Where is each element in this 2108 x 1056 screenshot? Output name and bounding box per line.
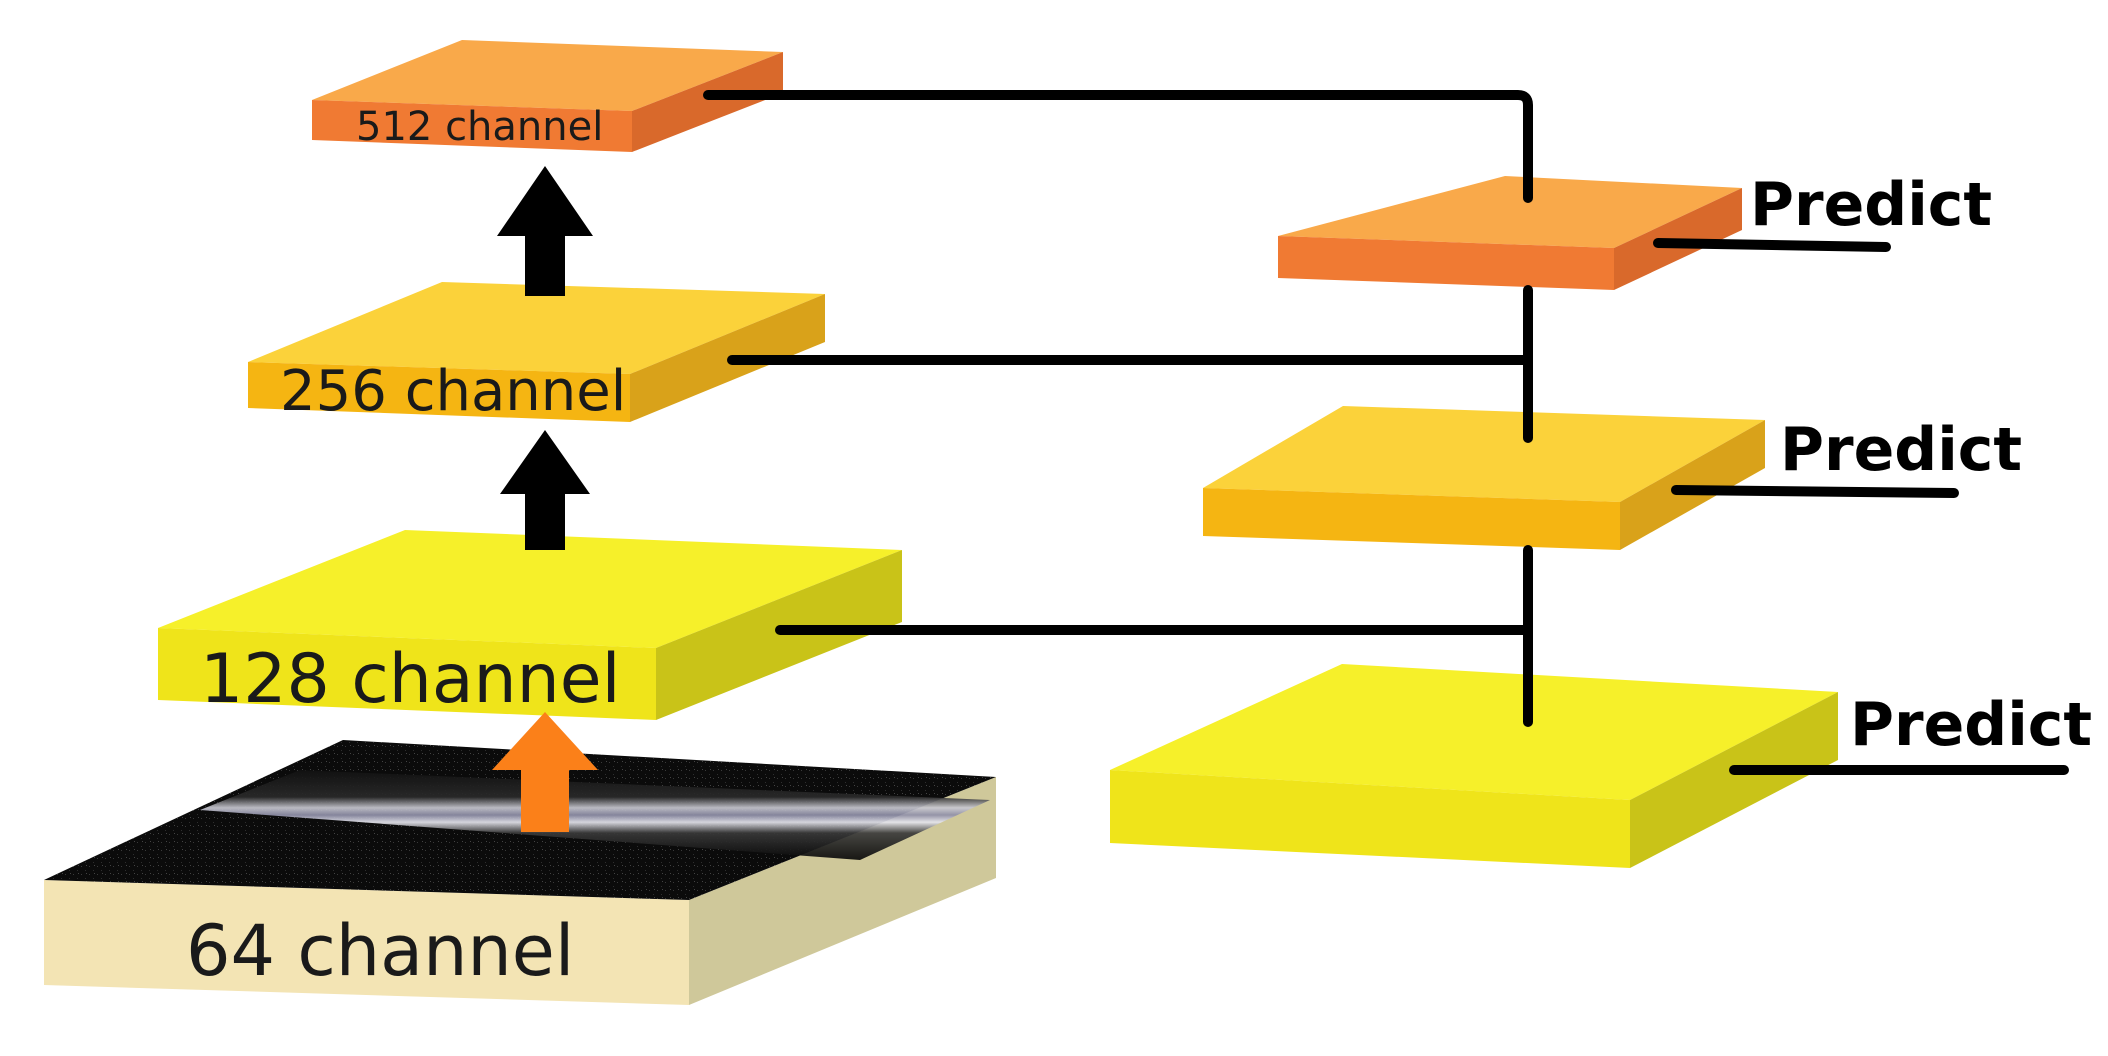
predict-layer-bottom-top	[1110, 664, 1838, 800]
layer-256: 256 channel	[248, 282, 825, 424]
arrow-up-icon	[497, 166, 593, 296]
layer-512-side	[632, 52, 783, 152]
label-256-channel: 256 channel	[280, 359, 626, 424]
layer-512: 512 channel	[312, 40, 783, 152]
layer-256-front	[248, 362, 630, 422]
predict-layer-middle	[1203, 406, 1765, 550]
predict-line-middle	[1671, 485, 1959, 498]
predict-layer-bottom	[1110, 664, 1838, 868]
layer-64-front	[44, 880, 689, 1005]
label-64-channel: 64 channel	[186, 910, 574, 992]
label-512-channel: 512 channel	[356, 104, 603, 150]
predict-layer-middle-side	[1620, 420, 1765, 550]
layer-128-side	[656, 550, 902, 720]
predict-layer-top-face	[1278, 176, 1742, 248]
predict-label-middle: Predict	[1780, 415, 2022, 485]
predict-layer-middle-front	[1203, 488, 1620, 550]
layer-64-side	[689, 777, 996, 1005]
predict-layer-middle-top	[1203, 406, 1765, 502]
lateral-connection-512	[703, 90, 1533, 203]
layer-128-front	[158, 628, 656, 720]
predict-label-top: Predict	[1750, 170, 1992, 240]
arrow-up-icon	[492, 166, 598, 832]
predict-layer-top	[1278, 176, 1742, 290]
layer-128: 128 channel	[158, 530, 902, 720]
label-128-channel: 128 channel	[200, 640, 620, 719]
predict-line-top	[1653, 238, 1891, 252]
oct-scan-band	[200, 770, 990, 860]
arrow-up-icon	[492, 712, 598, 832]
layer-512-front	[312, 100, 632, 152]
predict-label-bottom: Predict	[1850, 690, 2092, 760]
predict-layer-bottom-front	[1110, 770, 1630, 868]
arrow-up-icon	[500, 430, 590, 550]
layer-256-top	[248, 282, 825, 374]
layer-64: 64 channel	[44, 740, 996, 1005]
layer-128-top	[158, 530, 902, 648]
predict-layer-top-front	[1278, 236, 1614, 290]
connection-lines	[703, 90, 2069, 775]
layer-512-top	[312, 40, 783, 111]
predict-layer-bottom-side	[1630, 692, 1838, 868]
